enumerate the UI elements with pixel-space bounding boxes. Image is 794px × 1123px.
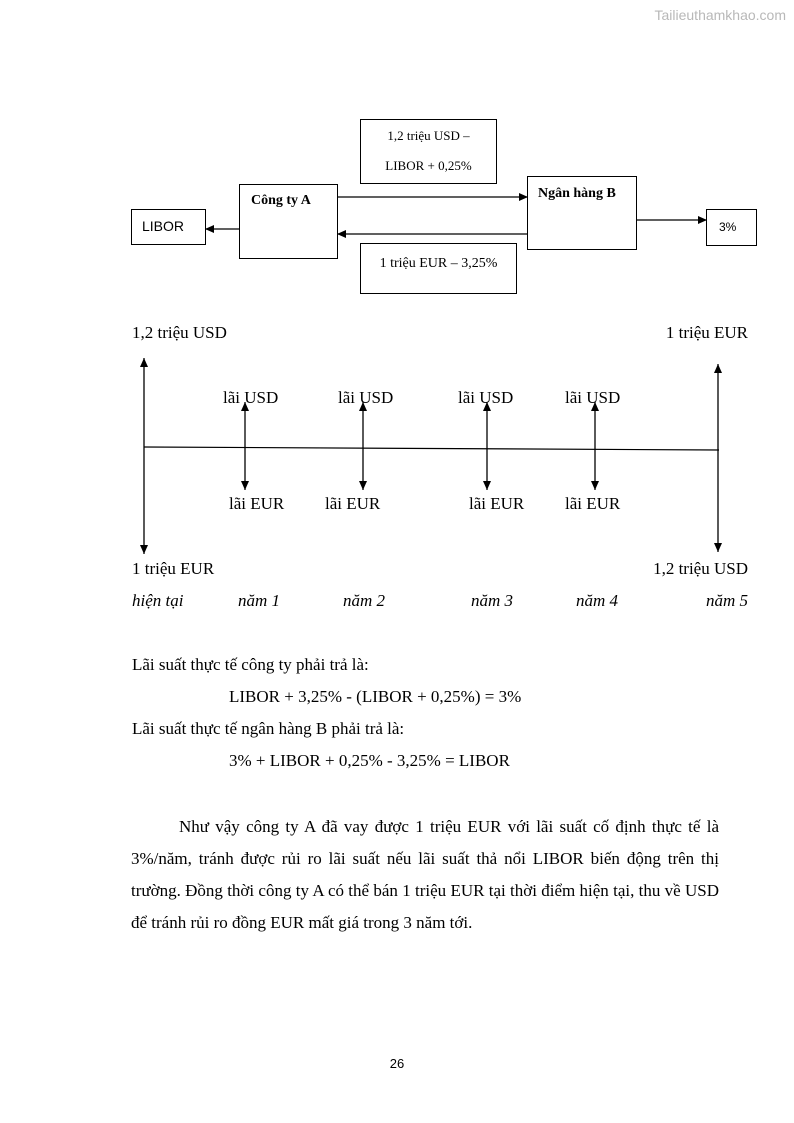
lower-flow-label: 1 triệu EUR – 3,25% bbox=[379, 256, 498, 271]
bank-rate-formula: 3% + LIBOR + 0,25% - 3,25% = LIBOR bbox=[229, 751, 510, 770]
company-a-box: Công ty A bbox=[239, 184, 338, 259]
lower-flow-label-box: 1 triệu EUR – 3,25% bbox=[360, 243, 517, 294]
eur-interest-label-1: lãi EUR bbox=[229, 494, 285, 513]
timeline-right-bottom: 1,2 triệu USD bbox=[653, 559, 748, 578]
period-year3: năm 3 bbox=[471, 591, 514, 610]
eur-interest-label-3: lãi EUR bbox=[469, 494, 525, 513]
timeline-axis bbox=[143, 446, 720, 451]
rate-label: 3% bbox=[719, 220, 737, 234]
period-year4: năm 4 bbox=[576, 591, 619, 610]
company-a-label: Công ty A bbox=[251, 193, 311, 208]
eur-interest-label-4: lãi EUR bbox=[565, 494, 621, 513]
libor-label: LIBOR bbox=[142, 218, 185, 234]
eur-interest-label-2: lãi EUR bbox=[325, 494, 381, 513]
libor-box: LIBOR bbox=[131, 209, 206, 245]
usd-interest-label-3: lãi USD bbox=[458, 388, 514, 407]
watermark: Tailieuthamkhao.com bbox=[654, 7, 786, 23]
upper-flow-label-line2: LIBOR + 0,25% bbox=[385, 158, 472, 173]
timeline-arrows bbox=[140, 358, 722, 554]
period-year2: năm 2 bbox=[343, 591, 386, 610]
company-rate-label: Lãi suất thực tế công ty phải trả là: bbox=[132, 655, 369, 674]
period-now: hiện tại bbox=[132, 591, 184, 610]
period-year1: năm 1 bbox=[238, 591, 281, 610]
flow-arrows bbox=[205, 193, 707, 238]
bank-b-label: Ngân hàng B bbox=[538, 186, 616, 201]
usd-interest-label-1: lãi USD bbox=[223, 388, 279, 407]
company-rate-formula: LIBOR + 3,25% - (LIBOR + 0,25%) = 3% bbox=[229, 687, 522, 706]
upper-flow-label-line1: 1,2 triệu USD – bbox=[387, 128, 470, 143]
page-number: 26 bbox=[389, 1056, 405, 1071]
upper-flow-label-box: 1,2 triệu USD – LIBOR + 0,25% bbox=[360, 119, 497, 184]
period-year5: năm 5 bbox=[705, 591, 748, 610]
timeline-left-top: 1,2 triệu USD bbox=[132, 323, 227, 342]
bank-rate-label: Lãi suất thực tế ngân hàng B phải trả là… bbox=[132, 719, 405, 738]
conclusion-paragraph: Như vậy công ty A đã vay được 1 triệu EU… bbox=[131, 817, 719, 932]
usd-interest-label-2: lãi USD bbox=[338, 388, 394, 407]
rate-box: 3% bbox=[706, 209, 757, 246]
usd-interest-label-4: lãi USD bbox=[565, 388, 621, 407]
timeline-right-top: 1 triệu EUR bbox=[665, 323, 748, 342]
timeline-left-bottom: 1 triệu EUR bbox=[132, 559, 215, 578]
bank-b-box: Ngân hàng B bbox=[527, 176, 637, 250]
